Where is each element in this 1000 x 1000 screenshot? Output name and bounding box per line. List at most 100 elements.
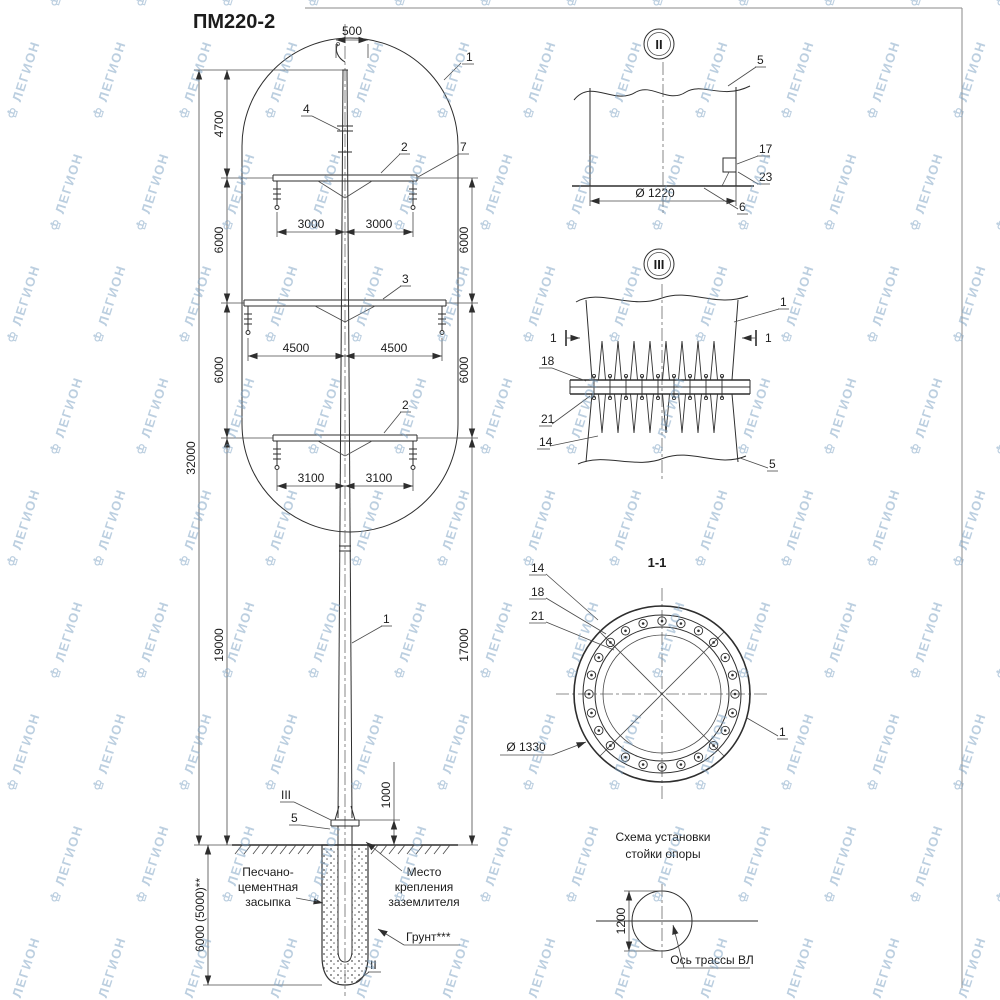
ground-hatch-tick <box>379 844 388 855</box>
detail-iii-callouts: 1 18 21 14 5 <box>537 295 789 472</box>
dim-1200: 1200 <box>614 907 628 934</box>
bolt-head <box>591 373 597 379</box>
foundation-tube <box>337 844 353 963</box>
callout-14-d3: 14 <box>539 435 553 449</box>
scheme-axis-label: Ось трассы ВЛ <box>670 924 754 969</box>
ring-bolt <box>620 626 631 636</box>
bolt-head <box>671 373 677 379</box>
bolt-head <box>607 373 613 379</box>
dim-1000: 1000 <box>357 762 400 845</box>
detail-ii-mark: II <box>655 37 662 52</box>
ring-bolt <box>594 725 604 736</box>
gusset-lower <box>646 393 654 434</box>
ring-bolt-center <box>712 641 715 644</box>
callout-7: 7 <box>460 140 467 154</box>
dim-1330: Ø 1330 <box>506 740 546 754</box>
flange-bolts <box>591 373 725 401</box>
installation-scheme: Схема установки стойки опоры 1200 Ось тр… <box>596 830 758 969</box>
callout-1-d3: 1 <box>780 295 787 309</box>
main-labels: Песчано- цементная засыпка Место креплен… <box>238 841 460 946</box>
gusset-upper <box>630 340 638 381</box>
section-title: 1-1 <box>648 555 667 570</box>
label-backfill-1: Песчано- <box>242 865 293 879</box>
label-backfill-2: цементная <box>238 880 298 894</box>
ring-bolt <box>657 616 667 626</box>
gusset-upper <box>678 340 686 381</box>
ground-hatch-tick <box>279 844 288 855</box>
gusset-lower <box>678 393 686 434</box>
gusset-upper <box>710 340 718 381</box>
bolt-nut <box>623 395 629 401</box>
ring-bolt <box>727 670 738 680</box>
ring-bolt-center <box>597 729 601 732</box>
callout-21-s11: 21 <box>531 609 545 623</box>
bolt-nut <box>591 395 597 401</box>
bolt-nut <box>655 395 661 401</box>
ring-bolt-center <box>590 673 593 677</box>
dim-row-4500: 4500 4500 <box>247 338 443 361</box>
gusset-lower <box>630 393 638 434</box>
pipe-step-detail <box>722 157 736 173</box>
top-hook <box>335 43 346 63</box>
pipe-break-line <box>573 85 751 101</box>
insulator-string <box>272 180 282 210</box>
axis-label: Ось трассы ВЛ <box>670 953 753 967</box>
ring-bolt-center <box>641 622 645 625</box>
gusset-upper <box>598 340 606 381</box>
main-elevation-view: ПМ220-2 <box>184 11 478 996</box>
gusset-lower <box>662 393 670 434</box>
ring-bolt-center <box>624 755 627 759</box>
gusset-upper <box>662 340 670 381</box>
ring-bolt <box>693 752 704 762</box>
main-callouts: 1 4 2 7 3 2 1 III 5 <box>280 50 474 983</box>
bolt-nut <box>639 395 645 401</box>
dim-32000: 32000 <box>184 441 198 475</box>
bolt-head <box>655 373 661 379</box>
mark-II-bottom: II <box>370 958 377 972</box>
callout-1-s11: 1 <box>779 725 786 739</box>
ground-hatch-tick <box>406 844 415 855</box>
ring-bolt-center <box>723 729 727 732</box>
ring-bolt <box>657 762 667 772</box>
ring-bolt-center <box>679 622 683 625</box>
insulator-string <box>408 440 418 470</box>
dim-6000-r1: 6000 <box>457 226 471 253</box>
ring-bolt <box>586 670 597 680</box>
insulator-string <box>243 305 253 335</box>
gusset-lower <box>614 393 622 434</box>
scheme-title-2: стойки опоры <box>625 847 700 861</box>
ground-hatch-tick <box>442 844 451 855</box>
detail-iii-view: III 1 1 1 18 <box>537 248 789 480</box>
section-mark-right: 1 <box>765 331 772 345</box>
bolt-nut <box>703 395 709 401</box>
ring-bolt-center <box>697 755 700 759</box>
ring-bolt <box>605 740 616 751</box>
section-mark-left: 1 <box>550 331 557 345</box>
dim-3000-right: 3000 <box>366 217 393 231</box>
scheme-title-1: Схема установки <box>616 830 711 844</box>
ground-hatch-tick <box>261 844 270 855</box>
ground-hatch-tick <box>424 844 433 855</box>
callout-23: 23 <box>759 170 773 184</box>
ring-bolt-center <box>624 629 627 633</box>
gusset-upper <box>694 340 702 381</box>
dim-4700: 4700 <box>212 110 226 137</box>
label-grounding-2: крепления <box>395 880 454 894</box>
label-soil: Грунт*** <box>406 930 451 944</box>
gusset-lower <box>710 393 718 434</box>
dim-19000: 19000 <box>212 628 226 662</box>
detail-ii-dim: Ø 1220 <box>589 186 737 206</box>
ring-bolt-center <box>731 711 734 715</box>
detail-iii-mark: III <box>654 257 665 272</box>
ground-hatch-tick <box>306 844 315 855</box>
detail-ii-view: II Ø 1220 5 17 23 6 <box>572 28 773 215</box>
dim-6000-b: 6000 <box>212 356 226 383</box>
dim-row-3100: 3100 3100 <box>276 470 414 491</box>
callout-21-d3: 21 <box>541 412 555 426</box>
dim-3100-left: 3100 <box>298 471 325 485</box>
dim-chain-right: 6000 6000 17000 <box>417 177 478 846</box>
mark-III: III <box>281 788 291 802</box>
bolt-head <box>687 373 693 379</box>
bolt-head <box>703 373 709 379</box>
